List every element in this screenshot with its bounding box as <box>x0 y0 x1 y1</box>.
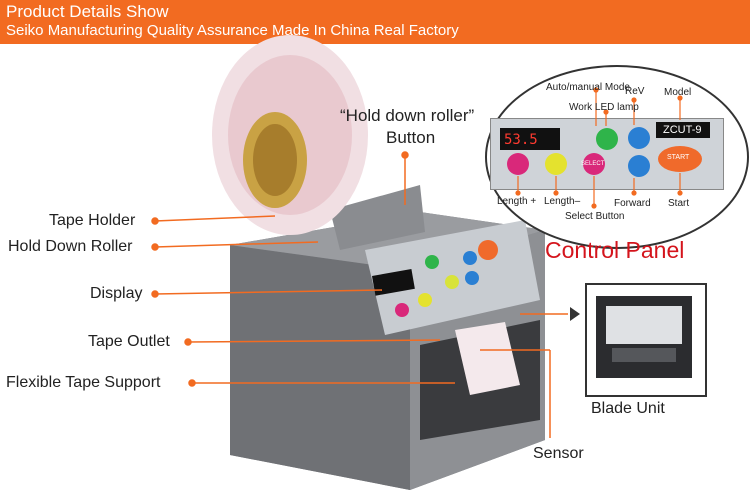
work-led-lamp-label: Work LED lamp <box>569 102 639 113</box>
tape-holder-label: Tape Holder <box>49 212 136 229</box>
hold-down-roller-button-label-line1: “Hold down roller” <box>340 106 475 125</box>
length-minus-label: Length– <box>544 196 581 207</box>
sensor-label: Sensor <box>533 445 584 462</box>
model-label: Model <box>664 87 692 98</box>
hold-down-roller-button-label-line2: Button <box>386 128 436 147</box>
panel-display <box>500 128 560 150</box>
start-button-label: START <box>667 154 690 161</box>
rev-button <box>628 127 650 149</box>
blade-unit-label: Blade Unit <box>591 400 665 417</box>
auto-manual-mode-label: Auto/manual Mode <box>546 82 630 93</box>
auto-manual-mode-button <box>596 128 618 150</box>
banner-subtitle: Seiko Manufacturing Quality Assurance Ma… <box>6 22 459 39</box>
display-label: Display <box>90 285 143 302</box>
select-button-label: Select Button <box>565 211 625 222</box>
hold-down-roller-label: Hold Down Roller <box>8 238 133 255</box>
length-plus-label: Length + <box>497 196 537 207</box>
control-panel-title: Control Panel <box>545 237 685 263</box>
machine-display <box>372 269 415 296</box>
start-button <box>658 146 702 172</box>
start-label: Start <box>668 198 690 209</box>
model-name: ZCUT-9 <box>663 124 702 136</box>
header-banner: Product Details Show Seiko Manufacturing… <box>0 0 750 44</box>
panel-display-value: 53.5 <box>504 132 538 148</box>
select-button <box>583 153 605 175</box>
rev-label: ReV <box>625 86 645 97</box>
tape-outlet-label: Tape Outlet <box>88 333 170 350</box>
flexible-tape-support-label: Flexible Tape Support <box>6 374 161 391</box>
model-plate <box>656 122 710 138</box>
forward-button <box>628 155 650 177</box>
select-key-label: SELECT <box>581 161 605 167</box>
length-plus-button <box>507 153 529 175</box>
forward-label: Forward <box>614 198 651 209</box>
banner-title: Product Details Show <box>6 2 169 21</box>
blade-unit-callout <box>585 283 707 397</box>
length-minus-button <box>545 153 567 175</box>
